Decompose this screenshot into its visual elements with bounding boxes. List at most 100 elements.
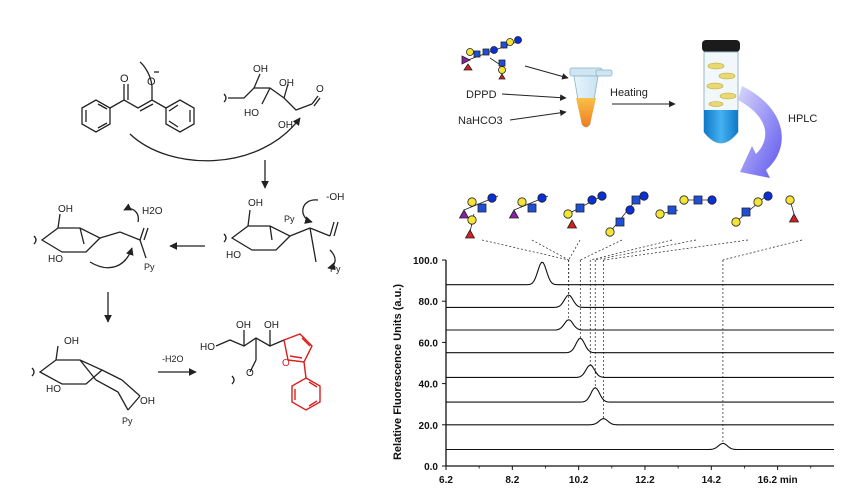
dehydration-label: -H2O: [162, 354, 184, 364]
glycan-residue-circle: [625, 205, 635, 215]
reagent-dppd: DPPD: [466, 89, 497, 101]
oh-label-7: OH: [140, 396, 155, 407]
oh-label-9: OH: [264, 320, 279, 331]
furan-product-chain: [215, 330, 285, 385]
reaction-tube-icon: [569, 67, 613, 128]
oh-label-1: OH: [253, 64, 268, 75]
oh-label-8: OH: [236, 320, 251, 331]
oh-label-6: OH: [64, 336, 79, 347]
glycan-residue-square: [527, 203, 537, 213]
assignment-guide: [531, 239, 569, 261]
furan-oxygen: O: [282, 358, 290, 369]
ho-label-1: HO: [244, 108, 259, 119]
oh-label-3: OH: [278, 120, 293, 131]
y-tick-label: 20.0: [419, 421, 439, 432]
ho-label-2: HO: [226, 250, 241, 261]
glycan-residue-circle: [655, 209, 665, 219]
workflow: DPPD NaHCO3 Heating HP: [458, 36, 817, 178]
reaction-mechanism: O O OH HO OH OH O: [31, 61, 344, 426]
y-tick-label: 80.0: [419, 297, 439, 308]
glycan-residue-square: [667, 205, 677, 215]
y-tick-label: 0.0: [424, 462, 438, 473]
glycan-residue-circle: [679, 195, 689, 205]
ho-terminal: HO: [200, 342, 215, 353]
glycan-residue-square: [741, 207, 751, 217]
ether-o: O: [246, 368, 254, 379]
hydroxide-label: -OH: [326, 192, 344, 203]
assignment-guide: [590, 239, 673, 261]
py-label-3: Py: [144, 262, 155, 272]
assignment-guide: [722, 239, 803, 261]
y-tick-label: 100.0: [413, 256, 438, 267]
water-label: H2O: [142, 206, 163, 217]
assignment-guide: [481, 239, 569, 261]
glycan-residue-circle: [731, 217, 741, 227]
reagent-nahco3: NaHCO3: [458, 115, 503, 127]
glycan-residue-circle: [467, 197, 477, 207]
glycan-linkage: [609, 199, 637, 233]
trace-line-5: [446, 364, 834, 378]
ho-label-3: HO: [48, 254, 63, 265]
trace-line-8: [446, 442, 834, 451]
x-tick-label: 14.2: [702, 475, 722, 486]
glycan-to-tube-arrow: [524, 65, 569, 80]
input-glycan-icon: [461, 36, 523, 80]
ketone-oxygen: O: [120, 73, 129, 85]
glycan-residue-square: [693, 195, 703, 205]
oh-label-2: OH: [279, 78, 294, 89]
aldehyde-oxygen: O: [316, 84, 324, 95]
glycan-residue-circle: [639, 191, 649, 201]
glycan-residue-triangle: [464, 229, 476, 239]
ho-label-4: HO: [46, 384, 61, 395]
glycan-residue-triangle: [788, 213, 800, 223]
x-tick-label: 10.2: [569, 475, 589, 486]
glycan-residue-circle: [563, 209, 573, 219]
py-label-2: Py: [330, 264, 341, 274]
glycan-residue-square: [615, 217, 625, 227]
furan-pyridine-product: [283, 333, 321, 411]
glycan-residue-square: [575, 203, 585, 213]
trace-line-7: [446, 418, 834, 426]
hplc-arrow-icon: [738, 86, 782, 178]
electron-push-arrow: [139, 61, 153, 87]
nahco3-arrow: [509, 109, 567, 121]
dppd-enolate: [81, 84, 195, 133]
dehydrated-intermediate: [33, 203, 149, 269]
assignment-guide: [595, 239, 697, 261]
glycan-residue-circle: [467, 215, 477, 225]
x-tick-label: 8.2: [505, 475, 519, 486]
glycan-residue-circle: [487, 193, 497, 203]
glycan-residue-square: [631, 195, 641, 205]
glycan-residue-circle: [707, 195, 717, 205]
x-tick-label: 12.2: [635, 475, 655, 486]
glycan-residue-circle: [753, 197, 763, 207]
glycan-residue-circle: [587, 195, 597, 205]
glycan-residue-triangle: [458, 209, 470, 219]
glycan-residue-circle: [763, 191, 773, 201]
dppd-arrow: [501, 93, 567, 101]
attack-arrow: [129, 117, 301, 162]
glycan-residue-circle: [597, 191, 607, 201]
assignment-guide: [568, 239, 581, 261]
y-axis-label: Relative Fluorescence Units (a.u.): [392, 284, 404, 460]
assignment-guide: [603, 239, 749, 261]
x-tick-label: 16.2 min: [758, 475, 798, 486]
glycan-residue-triangle: [508, 209, 520, 219]
glycan-residue-square: [477, 203, 487, 213]
trace-line-2: [446, 294, 834, 308]
hplc-vial-icon: [702, 40, 740, 144]
py-label-1: Py: [284, 214, 295, 224]
glycan-residue-circle: [605, 227, 615, 237]
heating-label: Heating: [610, 87, 648, 99]
trace-line-6: [446, 387, 834, 403]
glycan-residue-circle: [785, 195, 795, 205]
trace-line-4: [446, 337, 834, 354]
glycan-residue-circle: [517, 197, 527, 207]
glycan-structure-row: [458, 191, 800, 239]
glycan-residue-circle: [537, 193, 547, 203]
py-label-4: Py: [122, 416, 133, 426]
y-tick-label: 40.0: [419, 380, 439, 391]
glycan-linkage: [567, 195, 603, 215]
glycan-residue-triangle: [566, 219, 578, 229]
